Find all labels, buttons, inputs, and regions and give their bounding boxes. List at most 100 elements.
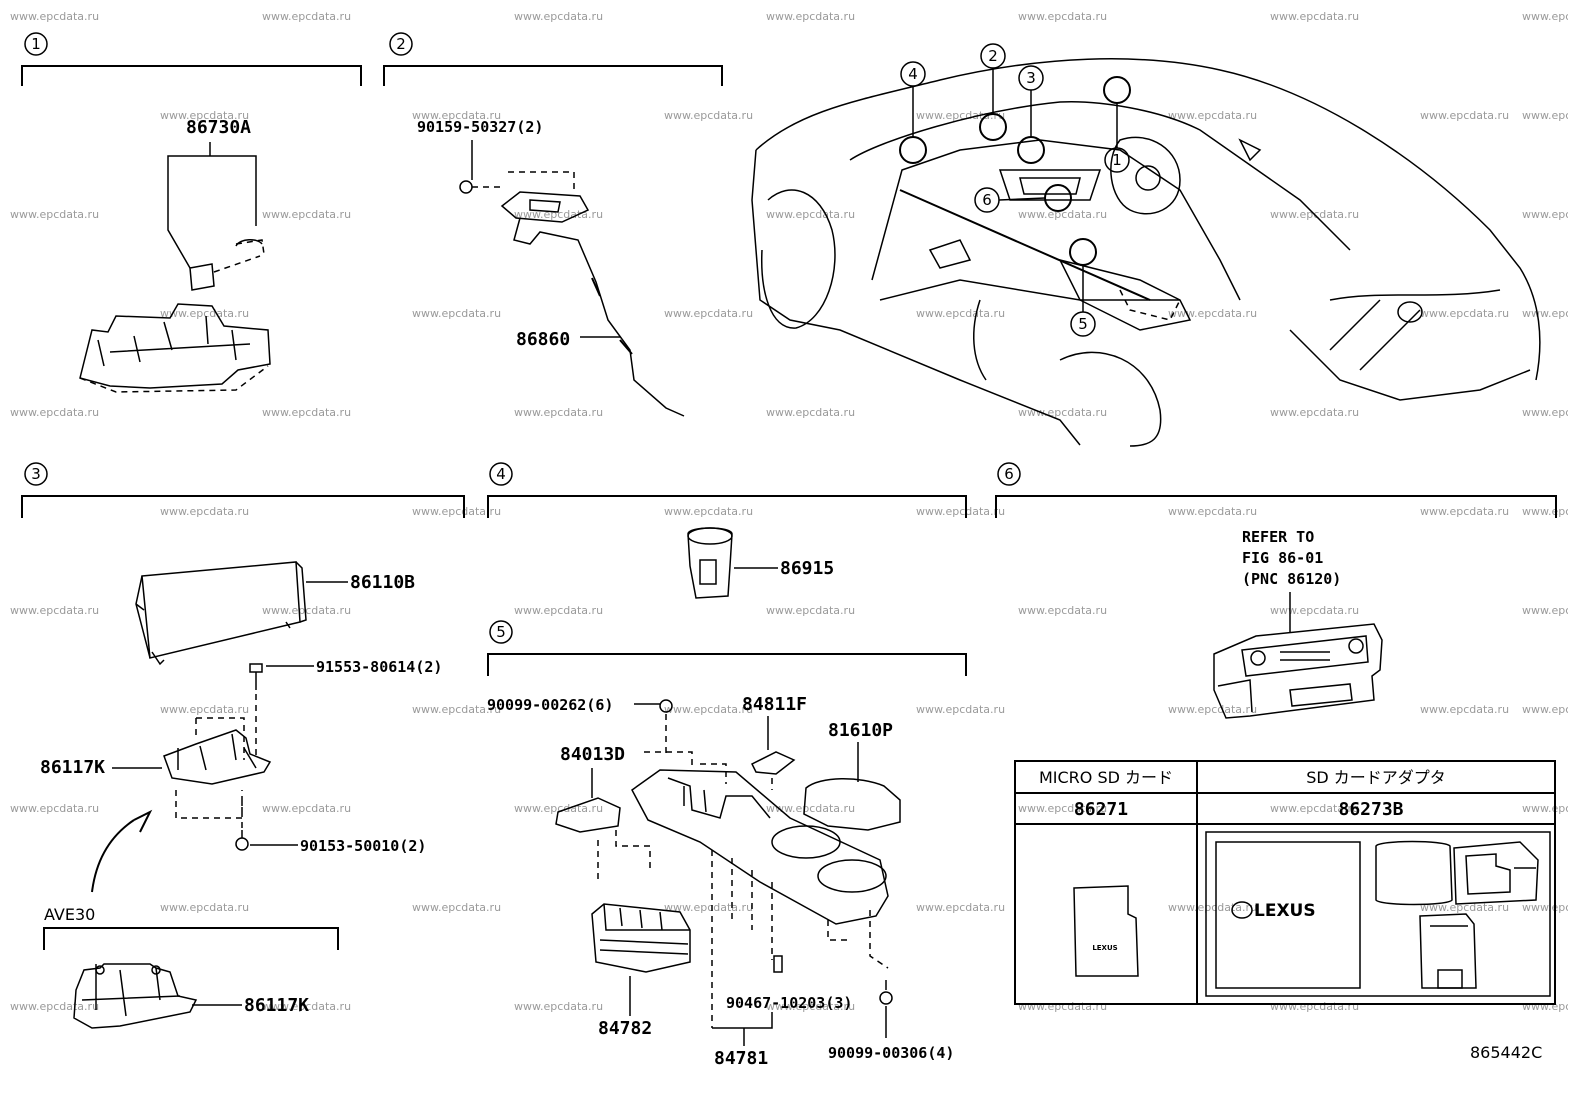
part-label-84781[interactable]: 84781	[714, 1048, 768, 1069]
sd-package-card	[1215, 841, 1361, 989]
watermark-text: www.epcdata.ru	[160, 703, 249, 716]
section-4-bracket	[487, 495, 967, 518]
bracket-86117K	[163, 729, 272, 785]
watermark-text: www.epcdata.ru	[1522, 802, 1568, 815]
watermark-layer: www.epcdata.ru www.epcdata.ru www.epcdata.…	[10, 10, 1568, 1013]
rear-wheel	[1059, 351, 1162, 447]
watermark-text: www.epcdata.ru	[766, 802, 855, 815]
part-label-84782[interactable]: 84782	[598, 1018, 652, 1039]
watermark-text: www.epcdata.ru	[1018, 1000, 1107, 1013]
part-label-90159-50327[interactable]: 90159-50327(2)	[417, 118, 543, 136]
antenna-cable	[513, 217, 685, 417]
switch-base-84782	[591, 903, 691, 973]
vehicle-callout-3[interactable]: 3	[1026, 69, 1036, 87]
screw-90467	[773, 955, 783, 973]
part-label-90153-50010[interactable]: 90153-50010(2)	[300, 837, 426, 855]
usb-port-86915	[687, 527, 733, 599]
micro-sd-card	[1073, 885, 1139, 977]
vehicle-callout-4[interactable]: 4	[908, 65, 918, 83]
section-5-bracket	[487, 653, 967, 676]
watermark-text: www.epcdata.ru	[412, 901, 501, 914]
section-6: 6 REFER TO FIG 86-01 (PNC 86120) MICRO S…	[995, 462, 1557, 1062]
part-label-86273B[interactable]: 86273B	[1338, 799, 1403, 820]
section-1-bracket	[21, 65, 362, 86]
part-label-81610P[interactable]: 81610P	[828, 720, 893, 741]
watermark-text: www.epcdata.ru	[1522, 406, 1568, 419]
watermark-text: www.epcdata.ru	[1018, 10, 1107, 23]
watermark-text: www.epcdata.ru	[1270, 1000, 1359, 1013]
watermark-text: www.epcdata.ru	[1420, 307, 1509, 320]
section-5-marker: 5	[496, 623, 506, 641]
watermark-text: www.epcdata.ru	[664, 703, 753, 716]
watermark-text: www.epcdata.ru	[10, 604, 99, 617]
vehicle-callout-6[interactable]: 6	[982, 191, 992, 209]
watermark-text: www.epcdata.ru	[1270, 802, 1359, 815]
steering-wheel	[1110, 136, 1181, 215]
part-label-90099-00306[interactable]: 90099-00306(4)	[828, 1044, 954, 1062]
watermark-text: www.epcdata.ru	[664, 901, 753, 914]
watermark-text: www.epcdata.ru	[1018, 802, 1107, 815]
sd-adapter-package	[1205, 831, 1551, 997]
part-label-86117K-a[interactable]: 86117K	[40, 757, 105, 778]
section-2-marker: 2	[396, 35, 406, 53]
refer-line-3[interactable]: (PNC 86120)	[1242, 570, 1341, 588]
watermark-text: www.epcdata.ru	[1420, 109, 1509, 122]
screw-90099-00306	[879, 991, 893, 1005]
watermark-text: www.epcdata.ru	[766, 604, 855, 617]
watermark-text: www.epcdata.ru	[514, 406, 603, 419]
bracket-86117K-ave30	[73, 963, 198, 1029]
vehicle-callout-5[interactable]: 5	[1078, 315, 1088, 333]
watermark-text: www.epcdata.ru	[1522, 1000, 1568, 1013]
section-3-marker-circle	[24, 462, 48, 486]
watermark-text: www.epcdata.ru	[160, 307, 249, 320]
parts-diagram: www.epcdata.ru www.epcdata.ru www.epcdata.…	[10, 10, 1568, 1069]
watermark-text: www.epcdata.ru	[916, 307, 1005, 320]
section-1: 1 86730A	[21, 32, 362, 393]
watermark-text: www.epcdata.ru	[1522, 109, 1568, 122]
watermark-text: www.epcdata.ru	[412, 505, 501, 518]
part-label-86915[interactable]: 86915	[780, 558, 834, 579]
watermark-text: www.epcdata.ru	[1270, 604, 1359, 617]
part-label-86730A[interactable]: 86730A	[186, 117, 251, 138]
gps-antenna	[500, 191, 590, 223]
section-2-marker-circle	[389, 32, 413, 56]
part-label-86110B[interactable]: 86110B	[350, 572, 415, 593]
section-3: 3 86110B 91553-80614(2) 86117K 90153-500…	[21, 462, 465, 1029]
watermark-text: www.epcdata.ru	[160, 901, 249, 914]
watermark-text: www.epcdata.ru	[1018, 406, 1107, 419]
watermark-text: www.epcdata.ru	[1168, 307, 1257, 320]
watermark-text: www.epcdata.ru	[10, 208, 99, 221]
part-label-90099-00262[interactable]: 90099-00262(6)	[487, 696, 613, 714]
armrest-81610P	[803, 778, 901, 831]
target-4	[899, 136, 927, 164]
watermark-text: www.epcdata.ru	[1420, 703, 1509, 716]
section-4-marker: 4	[496, 465, 506, 483]
watermark-text: www.epcdata.ru	[1270, 406, 1359, 419]
vehicle-callout-1[interactable]: 1	[1112, 151, 1122, 169]
part-label-91553-80614[interactable]: 91553-80614(2)	[316, 658, 442, 676]
watermark-text: www.epcdata.ru	[766, 10, 855, 23]
variant-label-ave30: AVE30	[44, 905, 95, 924]
overhead-console	[79, 303, 271, 389]
vehicle-callout-2[interactable]: 2	[988, 47, 998, 65]
watermark-text: www.epcdata.ru	[1522, 208, 1568, 221]
watermark-text: www.epcdata.ru	[1522, 505, 1568, 518]
part-label-84013D[interactable]: 84013D	[560, 744, 625, 765]
watermark-text: www.epcdata.ru	[262, 406, 351, 419]
bolt-91553	[249, 663, 263, 690]
illustration-id: 865442C	[1470, 1043, 1542, 1062]
target-5	[1069, 238, 1097, 266]
roof-outline	[755, 58, 1541, 381]
part-label-86860[interactable]: 86860	[516, 329, 570, 350]
section-1-marker-circle	[24, 32, 48, 56]
part-label-90467-10203[interactable]: 90467-10203(3)	[726, 994, 852, 1012]
watermark-text: www.epcdata.ru	[514, 1000, 603, 1013]
watermark-text: www.epcdata.ru	[1168, 703, 1257, 716]
watermark-text: www.epcdata.ru	[1168, 109, 1257, 122]
watermark-text: www.epcdata.ru	[262, 802, 351, 815]
part-label-84811F[interactable]: 84811F	[742, 694, 807, 715]
part-label-86117K-b[interactable]: 86117K	[244, 995, 309, 1016]
part-label-86271[interactable]: 86271	[1074, 799, 1128, 820]
watermark-text: www.epcdata.ru	[1018, 604, 1107, 617]
watermark-text: www.epcdata.ru	[1522, 604, 1568, 617]
